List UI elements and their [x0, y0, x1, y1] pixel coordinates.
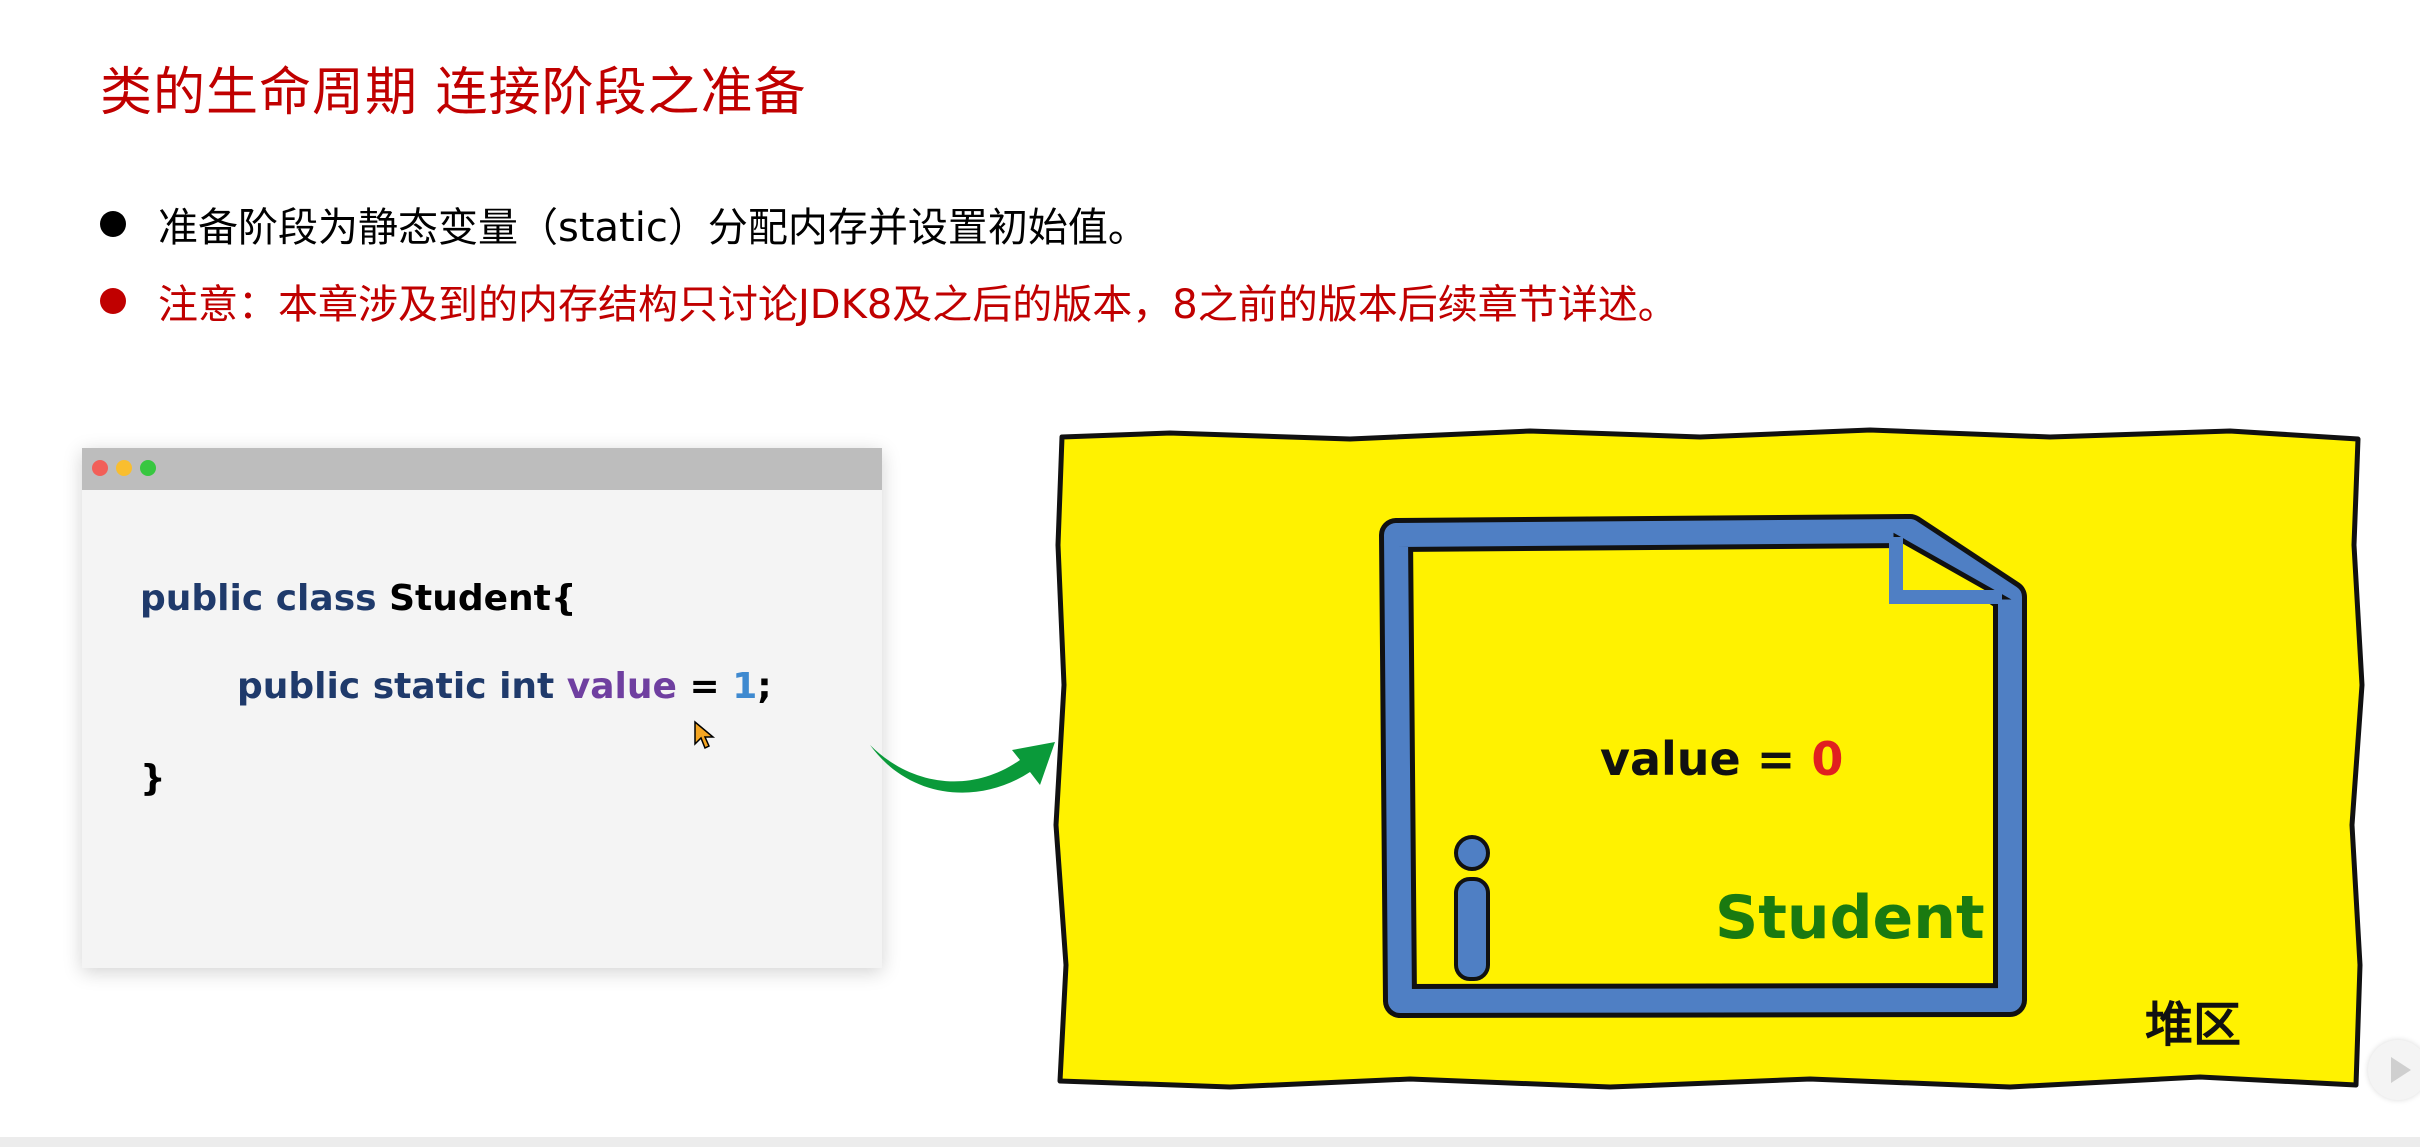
bullet-dot-icon [100, 288, 126, 314]
bullet-item-1: 准备阶段为静态变量（static）分配内存并设置初始值。 [100, 195, 1148, 253]
code-class-name: Student{ [389, 578, 577, 619]
code-line-3: } [140, 758, 166, 799]
field-name: value = [1600, 732, 1812, 786]
code-window-titlebar [82, 448, 882, 490]
object-field-value: value = 0 [1600, 732, 1843, 786]
close-dot-icon [92, 460, 108, 476]
bullet-dot-icon [100, 211, 126, 237]
slide-title: 类的生命周期 连接阶段之准备 [100, 63, 807, 123]
code-keyword: public class [140, 578, 390, 619]
code-operator: = [676, 666, 733, 707]
heap-area [1053, 427, 2365, 1090]
minimize-dot-icon [116, 460, 132, 476]
maximize-dot-icon [140, 460, 156, 476]
code-line-2: public static int value = 1; [237, 666, 772, 707]
field-value: 0 [1811, 732, 1844, 786]
object-class-label: Student [1715, 883, 1985, 953]
code-semicolon: ; [757, 666, 772, 707]
code-variable: value [566, 666, 677, 707]
bullet-text-1: 准备阶段为静态变量（static）分配内存并设置初始值。 [158, 205, 1148, 251]
bullet-text-2: 注意：本章涉及到的内存结构只讨论JDK8及之后的版本，8之前的版本后续章节详述。 [158, 282, 1678, 328]
heap-label: 堆区 [2145, 997, 2242, 1053]
code-window: public class Student{ public static int … [82, 448, 882, 968]
mouse-cursor-icon [694, 720, 716, 750]
code-line-1: public class Student{ [140, 578, 577, 619]
bullet-item-2: 注意：本章涉及到的内存结构只讨论JDK8及之后的版本，8之前的版本后续章节详述。 [100, 272, 1678, 330]
player-bottom-strip [0, 1137, 2420, 1147]
code-number: 1 [732, 666, 758, 707]
play-button[interactable] [2368, 1040, 2420, 1100]
code-keyword: public static int [237, 666, 567, 707]
arrow-icon [870, 742, 1055, 793]
